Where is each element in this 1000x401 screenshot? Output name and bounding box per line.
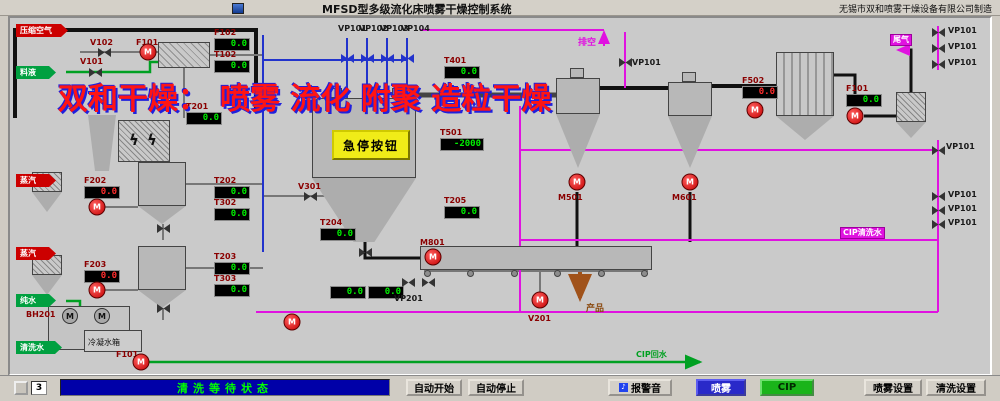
pump-icon[interactable]: M xyxy=(88,281,106,299)
feed-hopper-1 xyxy=(32,172,62,192)
pump-icon[interactable]: M xyxy=(681,173,699,191)
pump-icon[interactable]: M xyxy=(424,248,442,266)
valve-icon[interactable] xyxy=(402,278,415,287)
electric-heater: ϟ ϟ xyxy=(118,120,170,162)
pipes-cip-magenta xyxy=(256,26,939,313)
pump-icon[interactable]: M xyxy=(846,107,864,125)
speaker-icon: ♪ xyxy=(619,383,628,392)
dryer-inlet-stub xyxy=(392,88,404,98)
valve-icon[interactable] xyxy=(932,44,945,53)
valve-icon[interactable] xyxy=(932,192,945,201)
valve-icon[interactable] xyxy=(932,60,945,69)
valve-icon[interactable] xyxy=(304,192,317,201)
window-icon xyxy=(232,3,244,14)
pump-icon[interactable]: M xyxy=(746,101,764,119)
pump-icon[interactable]: M xyxy=(568,173,586,191)
pump-icon[interactable]: M xyxy=(132,353,150,371)
feed-tank-2 xyxy=(138,246,186,290)
valve-icon[interactable] xyxy=(98,48,111,57)
pump-icon[interactable]: M xyxy=(283,313,301,331)
valve-icon[interactable] xyxy=(341,54,354,63)
vibrating-fluid-bed xyxy=(420,246,652,270)
button-喷雾[interactable]: 喷雾 xyxy=(696,379,746,396)
pump-icon[interactable]: M xyxy=(88,198,106,216)
bag-filter xyxy=(776,52,834,116)
page-title: MFSD型多级流化床喷雾干燥控制系统 xyxy=(322,3,512,16)
dryer-inlet-stub xyxy=(330,88,342,98)
valve-icon[interactable] xyxy=(157,304,170,313)
fluid-bed-wheels xyxy=(424,270,648,277)
cyclone-separator-1 xyxy=(556,78,600,114)
condensate-tank xyxy=(84,330,142,352)
cyclone1-outlet xyxy=(570,68,584,78)
valve-icon[interactable] xyxy=(401,54,414,63)
valve-icon[interactable] xyxy=(359,248,372,257)
valve-icon[interactable] xyxy=(619,58,632,67)
cyclone2-outlet xyxy=(682,72,696,82)
valve-icon[interactable] xyxy=(361,54,374,63)
page-indicator: 3 xyxy=(31,381,47,395)
cyclone-separator-2 xyxy=(668,82,712,116)
status-bar: 清洗等待状态 xyxy=(60,379,390,396)
feed-tank-1 xyxy=(138,162,186,206)
valve-icon[interactable] xyxy=(932,146,945,155)
valve-icon[interactable] xyxy=(932,206,945,215)
button-喷雾设置[interactable]: 喷雾设置 xyxy=(864,379,922,396)
heat-exchanger xyxy=(158,42,210,68)
feed-hopper-2 xyxy=(32,255,62,275)
emergency-stop-button[interactable]: 急停按钮 xyxy=(332,130,410,160)
valve-icon[interactable] xyxy=(381,54,394,63)
pump-icon[interactable]: M xyxy=(139,43,157,61)
mini-button[interactable] xyxy=(14,381,28,395)
valve-icon[interactable] xyxy=(932,28,945,37)
valve-icon[interactable] xyxy=(157,224,170,233)
button-自动开始[interactable]: 自动开始 xyxy=(406,379,462,396)
pipes-blue xyxy=(262,35,408,252)
button-CIP[interactable]: CIP xyxy=(760,379,814,396)
lightning-icon: ϟ xyxy=(147,131,157,149)
button-自动停止[interactable]: 自动停止 xyxy=(468,379,524,396)
manufacturer-text: 无锡市双和喷雾干燥设备有限公司制造 xyxy=(838,5,992,15)
pump-icon[interactable]: M xyxy=(531,291,549,309)
valve-icon[interactable] xyxy=(932,220,945,229)
exhaust-silencer xyxy=(896,92,926,122)
button-清洗设置[interactable]: 清洗设置 xyxy=(926,379,986,396)
lightning-icon: ϟ xyxy=(129,131,139,149)
valve-icon[interactable] xyxy=(422,278,435,287)
title-bar: MFSD型多级流化床喷雾干燥控制系统 无锡市双和喷雾干燥设备有限公司制造 xyxy=(0,0,1000,16)
valve-icon[interactable] xyxy=(89,68,102,77)
alarm-sound-button[interactable]: ♪报警音 xyxy=(608,379,672,396)
